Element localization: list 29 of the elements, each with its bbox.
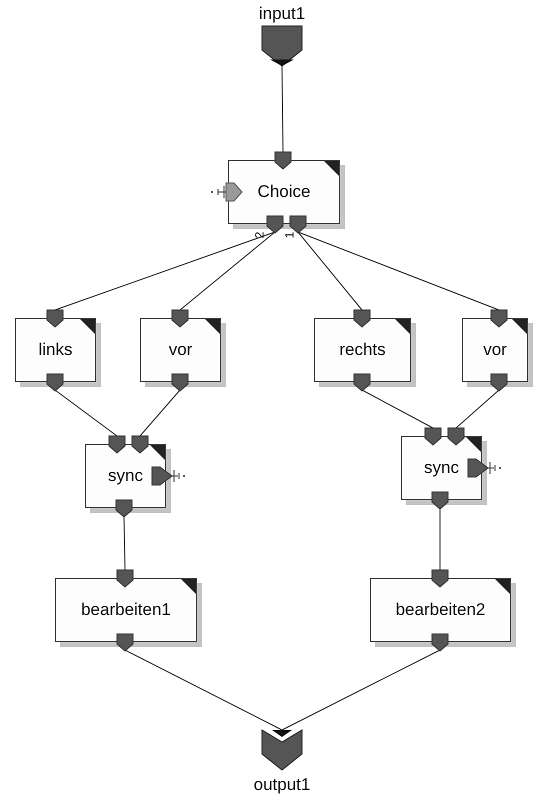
block-label: bearbeiten1 [81, 600, 171, 620]
port-number: 1 [282, 232, 296, 238]
block-label: rechts [339, 340, 386, 360]
terminal-label: output1 [254, 775, 310, 795]
process-block [312, 310, 418, 390]
connector-line [298, 232, 500, 310]
block-label: sync [424, 458, 459, 478]
process-block [460, 310, 535, 390]
process-block [368, 570, 518, 650]
block-label: sync [108, 466, 143, 486]
terminal-label: input1 [258, 4, 306, 24]
process-block [138, 310, 228, 390]
connector-line [456, 390, 500, 428]
connector-line [298, 232, 362, 310]
connector-line [282, 650, 440, 730]
connector-line [124, 650, 282, 730]
block-label: links [38, 340, 72, 360]
block-label: vor [483, 340, 507, 360]
process-block [53, 570, 204, 650]
block-label: bearbeiten2 [396, 600, 486, 620]
input-terminal [260, 4, 304, 68]
connector-line [140, 390, 180, 436]
connector-line [54, 232, 276, 310]
connector-line [180, 232, 276, 310]
connector-line [124, 516, 126, 570]
block-label: Choice [258, 182, 310, 202]
port-number: 2 [252, 232, 266, 238]
block-label: vor [168, 340, 192, 360]
process-block [13, 310, 103, 390]
